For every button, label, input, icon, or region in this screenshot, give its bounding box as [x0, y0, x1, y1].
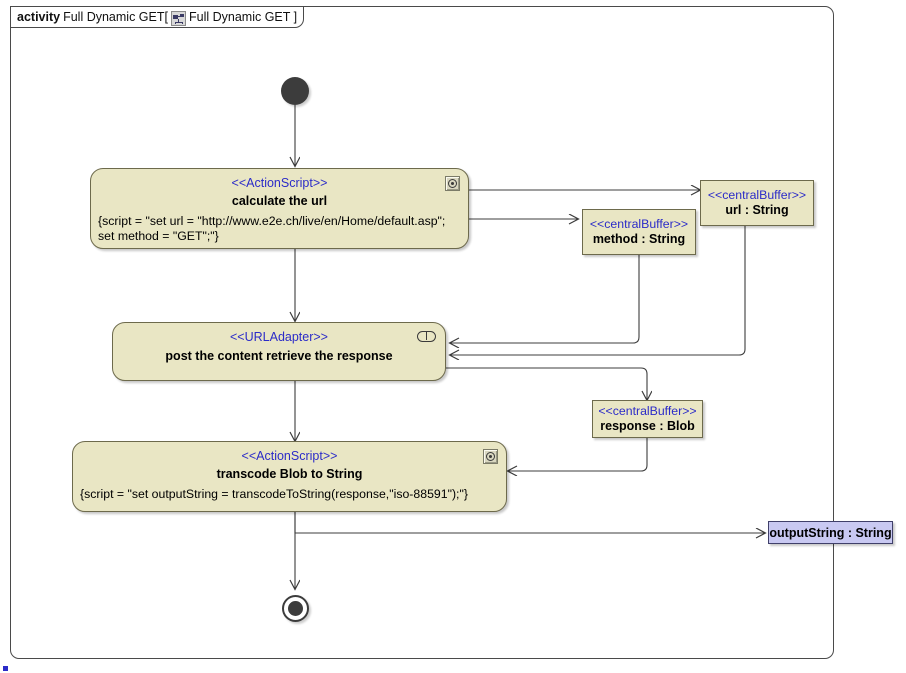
- action-script-line-1: {script = "set outputString = transcodeT…: [80, 487, 468, 501]
- stereotype-label: <<URLAdapter>>: [230, 330, 328, 344]
- action-name: post the content retrieve the response: [165, 349, 393, 363]
- stereotype-label: <<ActionScript>>: [241, 449, 338, 463]
- edge-post-to-response: [446, 367, 647, 400]
- stereotype-label: <<ActionScript>>: [231, 176, 328, 190]
- frame-title-tab[interactable]: activity Full Dynamic GET[ Full Dynamic …: [10, 6, 305, 28]
- stereotype-label: <<centralBuffer>>: [707, 188, 807, 202]
- output-parameter-outputstring[interactable]: outputString : String: [768, 521, 893, 544]
- action-name: calculate the url: [231, 194, 328, 208]
- edge-transcode-to-output: [294, 512, 765, 533]
- action-transcode-blob-to-string[interactable]: <<ActionScript>> transcode Blob to Strin…: [72, 441, 507, 512]
- central-buffer-response[interactable]: <<centralBuffer>> response : Blob: [592, 400, 703, 438]
- parameter-label: outputString : String: [769, 525, 892, 540]
- frame-keyword: activity: [17, 10, 61, 24]
- stereotype-label: <<centralBuffer>>: [589, 217, 689, 231]
- action-script-icon[interactable]: [483, 449, 498, 464]
- frame-name: Full Dynamic GET[: [63, 10, 168, 24]
- central-buffer-url[interactable]: <<centralBuffer>> url : String: [700, 180, 814, 226]
- activity-diagram-icon: [170, 10, 186, 26]
- edge-response-to-transcode: [508, 438, 648, 471]
- action-script-line-1: {script = "set url = "http://www.e2e.ch/…: [98, 214, 446, 228]
- activity-final-node[interactable]: [282, 595, 309, 622]
- url-adapter-icon[interactable]: [417, 331, 436, 342]
- central-buffer-method[interactable]: <<centralBuffer>> method : String: [582, 209, 696, 255]
- action-name: transcode Blob to String: [216, 467, 363, 481]
- initial-node[interactable]: [281, 77, 309, 105]
- action-script-line-2: set method = "GET";"}: [98, 229, 219, 243]
- action-post-the-content[interactable]: <<URLAdapter>> post the content retrieve…: [112, 322, 446, 381]
- stereotype-label: <<centralBuffer>>: [598, 404, 697, 418]
- buffer-name: method : String: [592, 232, 686, 246]
- action-calculate-the-url[interactable]: <<ActionScript>> calculate the url {scri…: [90, 168, 469, 249]
- selection-handle[interactable]: [3, 666, 8, 671]
- buffer-name: response : Blob: [600, 419, 695, 433]
- buffer-name: url : String: [725, 203, 789, 217]
- edge-method-to-post: [450, 254, 640, 343]
- frame-tab-label: Full Dynamic GET ]: [188, 10, 298, 24]
- action-script-icon[interactable]: [445, 176, 460, 191]
- edge-url-to-post: [450, 226, 746, 355]
